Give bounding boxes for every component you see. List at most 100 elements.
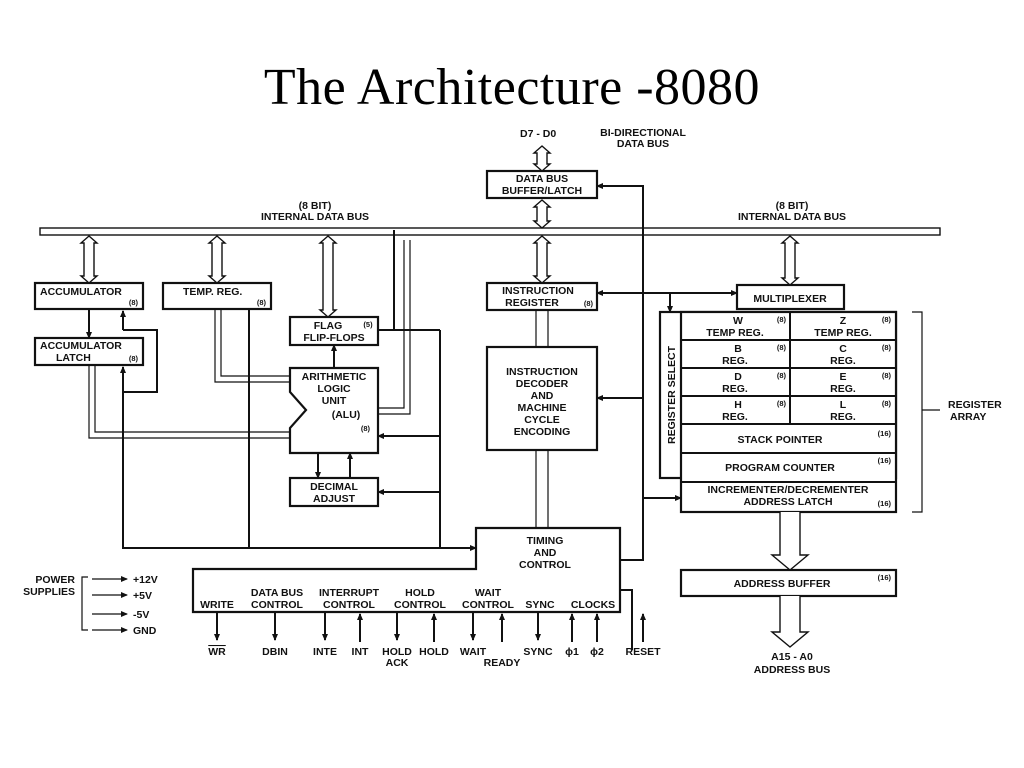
- register-array-label: REGISTER: [948, 399, 1002, 411]
- control-group: WRITE: [200, 599, 234, 611]
- instruction-register-box: [485, 281, 599, 312]
- alu-label-3: UNIT: [322, 395, 347, 407]
- signal-pin: RESET: [625, 613, 661, 658]
- register-name: W: [733, 315, 743, 327]
- control-group: CLOCKS: [571, 599, 615, 611]
- register-name: H: [734, 399, 742, 411]
- signal-label: WAIT: [460, 646, 487, 658]
- stack-pointer-label: STACK POINTER: [738, 434, 823, 446]
- control-group-title: HOLD: [405, 587, 435, 599]
- signal-label: ACK: [386, 657, 409, 669]
- signal-label: HOLD: [419, 646, 449, 658]
- bus-link-external: [532, 145, 552, 172]
- power-rail-label: +5V: [133, 590, 152, 602]
- address-buffer-bits: (16): [878, 573, 892, 582]
- multiplexer-label: MULTIPLEXER: [753, 293, 827, 305]
- register-bits: (8): [882, 399, 892, 408]
- instruction-register-bits: (8): [584, 299, 594, 308]
- flag-bits: (5): [363, 320, 373, 329]
- internal-bus-right-label: INTERNAL DATA BUS: [738, 211, 846, 223]
- address-buffer-label: ADDRESS BUFFER: [734, 578, 831, 590]
- wiring: [86, 183, 810, 650]
- accumulator-label: ACCUMULATOR: [40, 286, 122, 298]
- decoder-line-3: AND: [531, 390, 554, 402]
- control-group-label: CLOCKS: [571, 599, 615, 611]
- control-group-label: WRITE: [200, 599, 234, 611]
- register-bits: (8): [882, 371, 892, 380]
- decoder-line-6: ENCODING: [514, 426, 571, 438]
- accumulator-latch-label-2: LATCH: [56, 352, 91, 364]
- decoder-line-5: CYCLE: [524, 414, 560, 426]
- signal-label: ϕ2: [590, 646, 604, 658]
- register-desc: REG.: [830, 411, 856, 423]
- decoder-line-2: DECODER: [516, 378, 569, 390]
- register-name: L: [840, 399, 847, 411]
- temp-reg-bits: (8): [257, 298, 267, 307]
- signal-pin: INTE: [313, 612, 337, 658]
- register-select-label: REGISTER SELECT: [666, 345, 678, 444]
- control-group-title: INTERRUPT: [319, 587, 380, 599]
- register-bits: (8): [777, 371, 787, 380]
- bus-link-buffer: [532, 199, 552, 229]
- bus-link-multiplexer: [780, 235, 800, 286]
- incrementer-label: INCREMENTER/DECREMENTER: [707, 484, 868, 496]
- register-bits: (8): [882, 343, 892, 352]
- register-desc: TEMP REG.: [814, 327, 872, 339]
- internal-bus-left-label: INTERNAL DATA BUS: [261, 211, 369, 223]
- decimal-adjust-box: [288, 476, 380, 508]
- stack-pointer-bits: (16): [878, 429, 892, 438]
- accumulator-bits: (8): [129, 298, 139, 307]
- data-bus-buffer-label-2: BUFFER/LATCH: [502, 185, 582, 197]
- accumulator-latch-bits: (8): [129, 354, 139, 363]
- decimal-adjust-label-2: ADJUST: [313, 493, 356, 505]
- flag-label: FLAG: [314, 320, 343, 332]
- instruction-register-label: INSTRUCTION: [502, 285, 574, 297]
- bidirectional-label: BI-DIRECTIONAL: [600, 127, 686, 139]
- register-bits: (8): [777, 399, 787, 408]
- bus-link-instruction-register: [532, 235, 552, 284]
- data-bus-buffer-label: DATA BUS: [516, 173, 568, 185]
- alu-label-1: ARITHMETIC: [302, 371, 367, 383]
- incrementer-label-2: ADDRESS LATCH: [743, 496, 832, 508]
- timing-label-1: TIMING: [527, 535, 564, 547]
- internal-bus-right-bits: (8 BIT): [776, 200, 809, 212]
- instruction-decoder-box: [485, 345, 599, 452]
- register-array-label-2: ARRAY: [950, 411, 986, 423]
- timing-control-box: [191, 526, 622, 614]
- program-counter-label: PROGRAM COUNTER: [725, 462, 835, 474]
- signal-label: SYNC: [523, 646, 553, 658]
- data-bus-buffer-box: [485, 169, 599, 200]
- register-desc: REG.: [830, 355, 856, 367]
- alu-bits: (8): [361, 424, 371, 433]
- temp-reg-label: TEMP. REG.: [183, 286, 242, 298]
- register-bits: (8): [882, 315, 892, 324]
- register-bits: (8): [777, 315, 787, 324]
- page-title: The Architecture -8080: [263, 59, 761, 116]
- signal-pin: ϕ1: [565, 613, 579, 658]
- register-desc: REG.: [830, 383, 856, 395]
- control-group-title: WAIT: [475, 587, 502, 599]
- control-group-label: CONTROL: [394, 599, 446, 611]
- register-desc: TEMP REG.: [706, 327, 764, 339]
- address-bus-label: ADDRESS BUS: [754, 664, 830, 676]
- multiplexer-box: [735, 283, 846, 311]
- bidirectional-label-2: DATA BUS: [617, 138, 669, 150]
- power-rail-label: -5V: [133, 609, 149, 621]
- decimal-adjust-label: DECIMAL: [310, 481, 358, 493]
- control-group: SYNC: [525, 599, 555, 611]
- signal-label: ϕ1: [565, 646, 579, 658]
- bus-link-temp-reg: [207, 235, 227, 284]
- register-desc: REG.: [722, 355, 748, 367]
- decoder-line-1: INSTRUCTION: [506, 366, 578, 378]
- signal-label: WR: [208, 646, 226, 658]
- flag-label-2: FLIP-FLOPS: [303, 332, 364, 344]
